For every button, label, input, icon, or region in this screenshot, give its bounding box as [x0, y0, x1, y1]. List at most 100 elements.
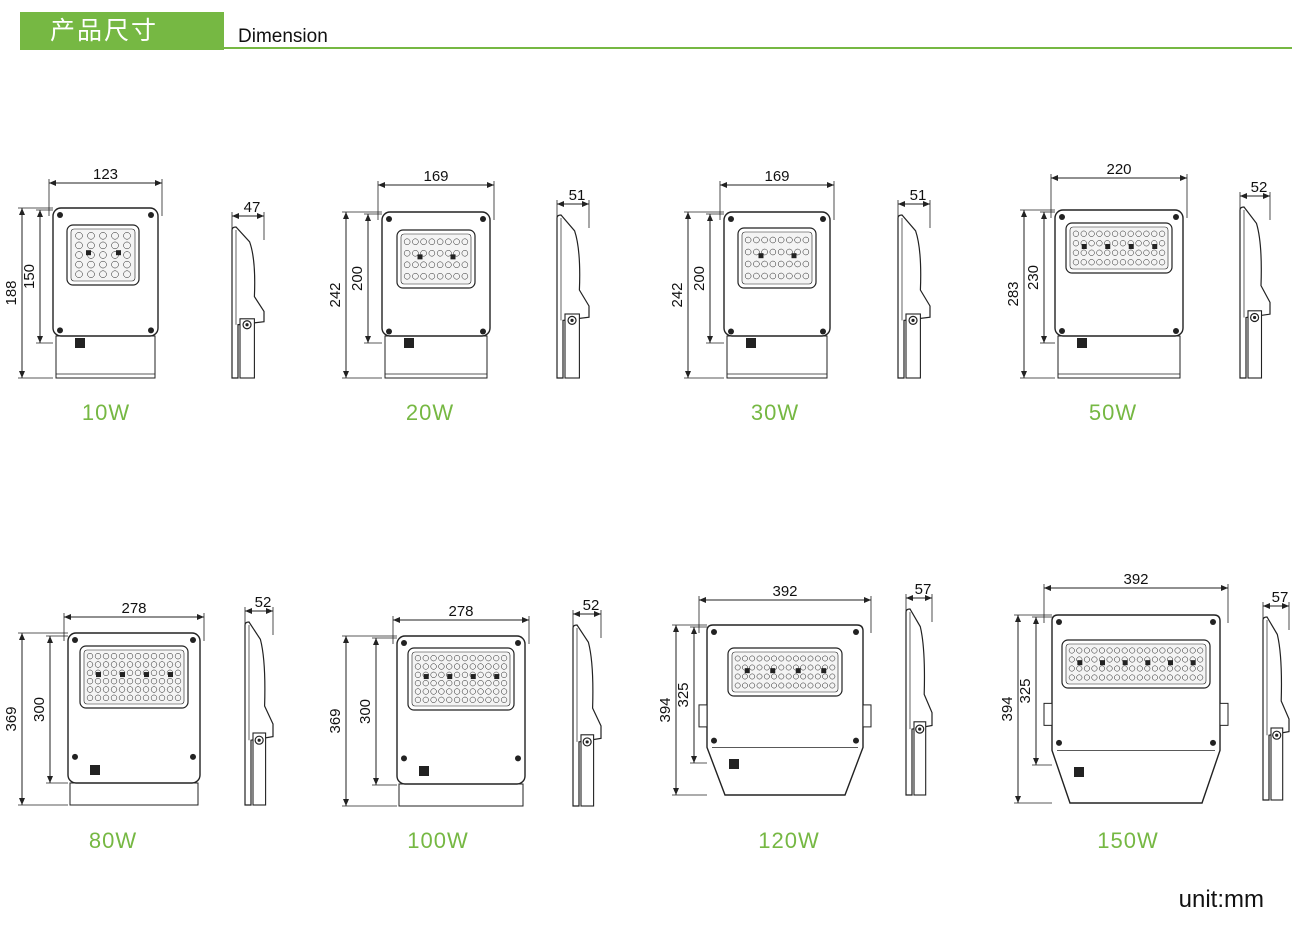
led-icon — [110, 653, 118, 660]
cable-gland-icon — [75, 338, 85, 348]
led-icon — [430, 680, 437, 687]
led-icon — [1114, 665, 1121, 672]
cable-gland-icon — [1077, 338, 1087, 348]
led-icon — [1136, 647, 1143, 654]
led-icon — [86, 678, 94, 685]
led-icon — [461, 250, 469, 257]
arrowhead — [343, 371, 349, 378]
led-icon — [75, 260, 83, 269]
pivot-center-icon — [911, 318, 915, 322]
led-icon — [778, 664, 785, 671]
led-icon — [807, 664, 814, 671]
arrowhead — [925, 595, 932, 601]
arrowhead — [1033, 758, 1039, 765]
led-icon — [1197, 674, 1204, 681]
led-icon — [174, 653, 182, 660]
screw-icon — [853, 629, 859, 635]
led-icon — [1119, 230, 1126, 237]
emitter-icon — [470, 674, 476, 680]
height-dimension: 188 — [3, 207, 53, 379]
side-view: 52 — [572, 597, 602, 807]
width-value: 392 — [772, 583, 797, 600]
height-dimension: 242 — [327, 211, 382, 379]
led-icon — [445, 238, 452, 245]
led-icon — [1091, 674, 1098, 681]
mount-bracket — [1270, 727, 1284, 801]
arrowhead — [685, 371, 691, 378]
led-icon — [150, 678, 158, 685]
height-dimension: 394 — [999, 614, 1052, 804]
led-icon — [1083, 665, 1090, 672]
width-dimension: 278 — [63, 600, 205, 641]
arrowhead — [373, 638, 379, 645]
led-icon — [134, 686, 142, 693]
led-icon — [785, 673, 792, 680]
led-icon — [1135, 230, 1142, 237]
led-icon — [786, 260, 793, 268]
led-icon — [422, 655, 429, 662]
led-icon — [1197, 656, 1204, 663]
cable-gland-icon — [1074, 767, 1084, 777]
led-icon — [461, 663, 468, 670]
led-icon — [94, 686, 102, 693]
led-icon — [436, 273, 444, 280]
screw-icon — [1059, 327, 1065, 334]
wattage-label: 20W — [406, 400, 454, 425]
mount-bracket — [913, 721, 927, 796]
led-icon — [756, 682, 763, 689]
led-icon — [1143, 230, 1150, 237]
led-icon — [1144, 665, 1151, 672]
led-icon — [1121, 647, 1128, 654]
led-icon — [501, 655, 508, 662]
led-icon — [453, 238, 460, 245]
emitter-icon — [86, 250, 91, 256]
led-icon — [1104, 249, 1111, 256]
pivot-center-icon — [1275, 733, 1279, 737]
led-icon — [485, 663, 492, 670]
led-icon — [150, 653, 158, 660]
led-icon — [814, 673, 821, 680]
led-icon — [422, 680, 429, 687]
emitter-icon — [417, 254, 423, 260]
screw-icon — [401, 640, 407, 646]
pivot-center-icon — [257, 738, 261, 742]
front-view — [698, 624, 872, 796]
led-icon — [438, 680, 445, 687]
led-icon — [1068, 674, 1075, 681]
screw-icon — [728, 328, 734, 335]
width-dimension: 392 — [1043, 571, 1229, 623]
depth-value: 52 — [255, 594, 272, 611]
led-icon — [454, 663, 461, 670]
led-icon — [501, 688, 508, 695]
led-icon — [1119, 249, 1126, 256]
led-icon — [414, 696, 421, 703]
emitter-icon — [1168, 660, 1173, 666]
led-icon — [126, 661, 134, 668]
led-icon — [493, 688, 500, 695]
arrowhead — [49, 180, 56, 186]
led-icon — [744, 272, 752, 280]
led-icon — [412, 273, 419, 280]
screw-icon — [853, 737, 859, 744]
led-icon — [110, 669, 118, 676]
arrowhead — [707, 214, 713, 221]
arrowhead — [257, 213, 264, 219]
led-icon — [453, 261, 460, 268]
inner-height-value: 325 — [1017, 678, 1034, 703]
led-icon — [142, 678, 150, 685]
led-icon — [174, 678, 182, 685]
led-icon — [454, 680, 461, 687]
led-icon — [1072, 240, 1079, 247]
led-icon — [142, 686, 150, 693]
led-icon — [1083, 674, 1090, 681]
height-value: 242 — [327, 282, 344, 307]
arrowhead — [1051, 175, 1058, 181]
led-icon — [158, 678, 166, 685]
led-window — [1069, 226, 1169, 270]
led-icon — [753, 248, 760, 256]
pivot-center-icon — [245, 323, 249, 327]
width-value: 220 — [1106, 161, 1131, 178]
led-icon — [1167, 665, 1173, 672]
mount-bracket — [564, 313, 580, 379]
